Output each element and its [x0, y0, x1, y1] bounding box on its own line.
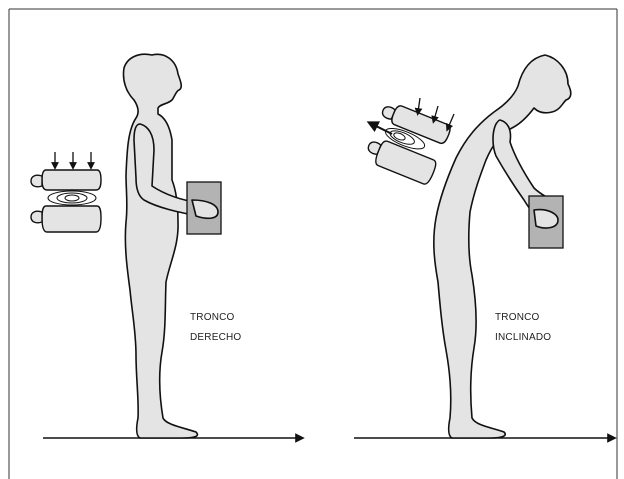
- label-tronco-bent: TRONCO: [495, 312, 540, 323]
- bent-figure: [434, 55, 571, 438]
- spine-detail-upright: [31, 152, 101, 232]
- label-derecho: DERECHO: [190, 332, 241, 343]
- label-inclinado: INCLINADO: [495, 332, 551, 343]
- label-tronco-upright: TRONCO: [190, 312, 235, 323]
- upright-figure: [123, 54, 221, 438]
- spine-detail-bent: [363, 100, 452, 186]
